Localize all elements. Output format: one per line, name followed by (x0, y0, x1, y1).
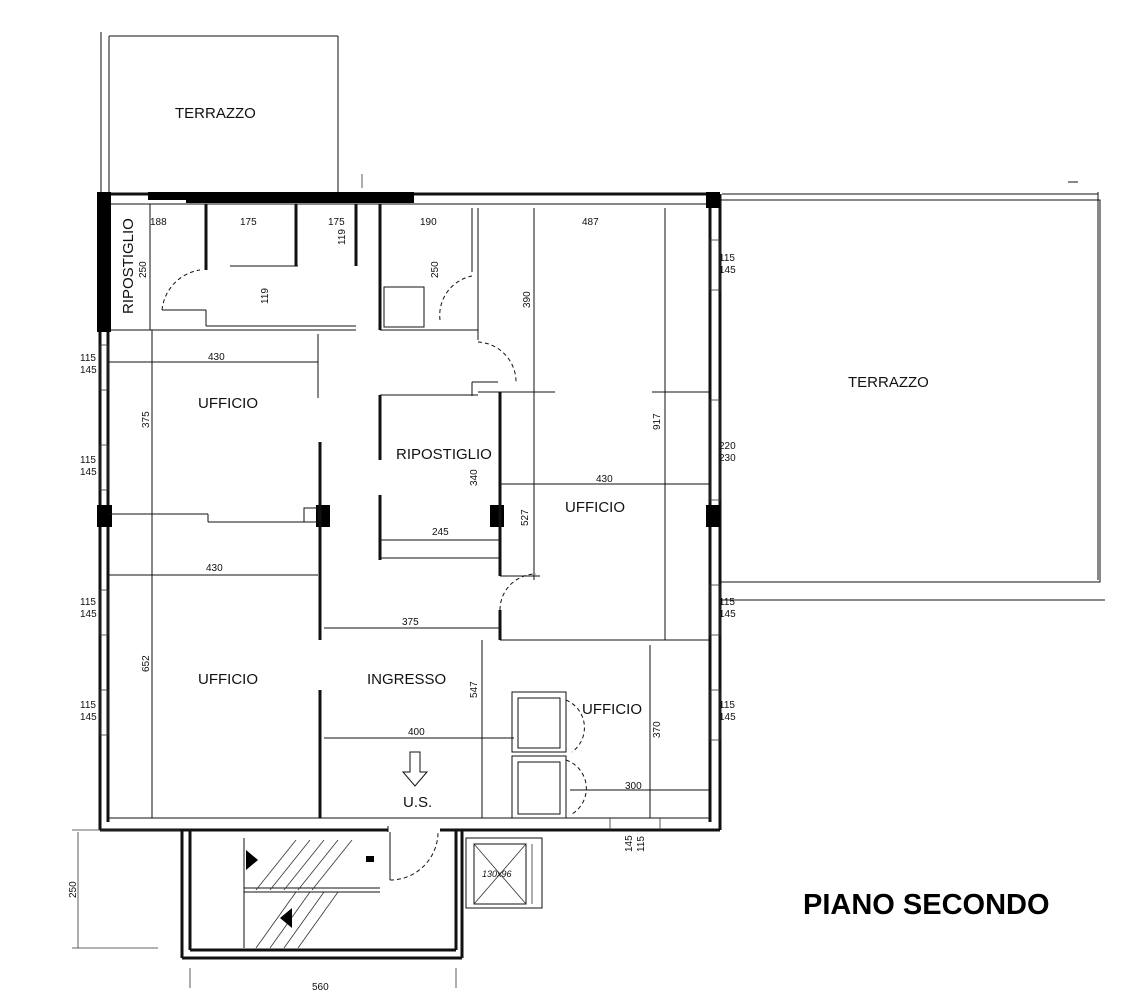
plan-title: PIANO SECONDO (803, 889, 1050, 921)
right-windows (709, 239, 721, 741)
dim-elevator: 130x96 (482, 869, 512, 879)
dim-560: 560 (312, 982, 329, 993)
terrace-right (719, 181, 1105, 601)
win-220: 220 (719, 441, 736, 452)
win-145-b: 145 (80, 467, 97, 478)
doors (161, 269, 587, 881)
dim-487: 487 (582, 217, 599, 228)
dim-245: 245 (432, 527, 449, 538)
label-ufficio-bottom-right: UFFICIO (582, 701, 642, 718)
dimension-lines (72, 174, 661, 988)
dim-188: 188 (150, 217, 167, 228)
dim-119-a: 119 (337, 229, 348, 245)
dim-527: 527 (520, 509, 531, 526)
win-145-f: 145 (719, 609, 736, 620)
left-windows (99, 344, 109, 736)
label-ufficio-top-left: UFFICIO (198, 395, 258, 412)
dim-300: 300 (625, 781, 642, 792)
win-115-g: 115 (719, 700, 735, 711)
win-115-a: 115 (80, 353, 96, 364)
label-terrazzo-top: TERRAZZO (175, 105, 256, 122)
label-terrazzo-right: TERRAZZO (848, 374, 929, 391)
dim-175-b: 175 (328, 217, 345, 228)
win-115-d: 115 (80, 700, 96, 711)
dim-250-b: 250 (430, 261, 441, 278)
pillars (97, 192, 720, 527)
win-115-b: 115 (80, 455, 96, 466)
label-ripostiglio-center: RIPOSTIGLIO (396, 446, 492, 463)
win-145-h: 145 (624, 835, 635, 852)
dim-400: 400 (408, 727, 425, 738)
label-ufficio-center-right: UFFICIO (565, 499, 625, 516)
label-ripostiglio-left: RIPOSTIGLIO (120, 218, 137, 314)
dim-175-a: 175 (240, 217, 257, 228)
dim-917: 917 (652, 413, 663, 430)
win-145-c: 145 (80, 609, 97, 620)
dim-190: 190 (420, 217, 437, 228)
dim-375-a: 375 (141, 411, 152, 428)
win-115-e: 115 (719, 253, 735, 264)
exit-arrow-icon (401, 751, 429, 787)
dim-119-b: 119 (260, 288, 271, 304)
dim-430-a: 430 (208, 352, 225, 363)
dim-430-b: 430 (206, 563, 223, 574)
dim-390: 390 (522, 291, 533, 308)
label-ingresso: INGRESSO (367, 671, 446, 688)
dim-340: 340 (469, 469, 480, 486)
dim-430-c: 430 (596, 474, 613, 485)
label-us: U.S. (403, 794, 432, 811)
interior-walls (108, 204, 710, 819)
dim-547: 547 (469, 681, 480, 698)
win-145-a: 145 (80, 365, 97, 376)
win-145-g: 145 (719, 712, 736, 723)
win-115-f: 115 (719, 597, 735, 608)
dim-370: 370 (652, 721, 663, 738)
dim-375-b: 375 (402, 617, 419, 628)
win-230: 230 (719, 453, 736, 464)
stairwell (180, 826, 543, 960)
win-145-e: 145 (719, 265, 736, 276)
dim-652: 652 (141, 655, 152, 672)
win-115-h: 115 (636, 836, 647, 852)
label-ufficio-bottom-left: UFFICIO (198, 671, 258, 688)
win-145-d: 145 (80, 712, 97, 723)
dim-250-a: 250 (138, 261, 149, 278)
terrace-top (100, 32, 339, 195)
dim-250-c: 250 (68, 881, 79, 898)
win-115-c: 115 (80, 597, 96, 608)
